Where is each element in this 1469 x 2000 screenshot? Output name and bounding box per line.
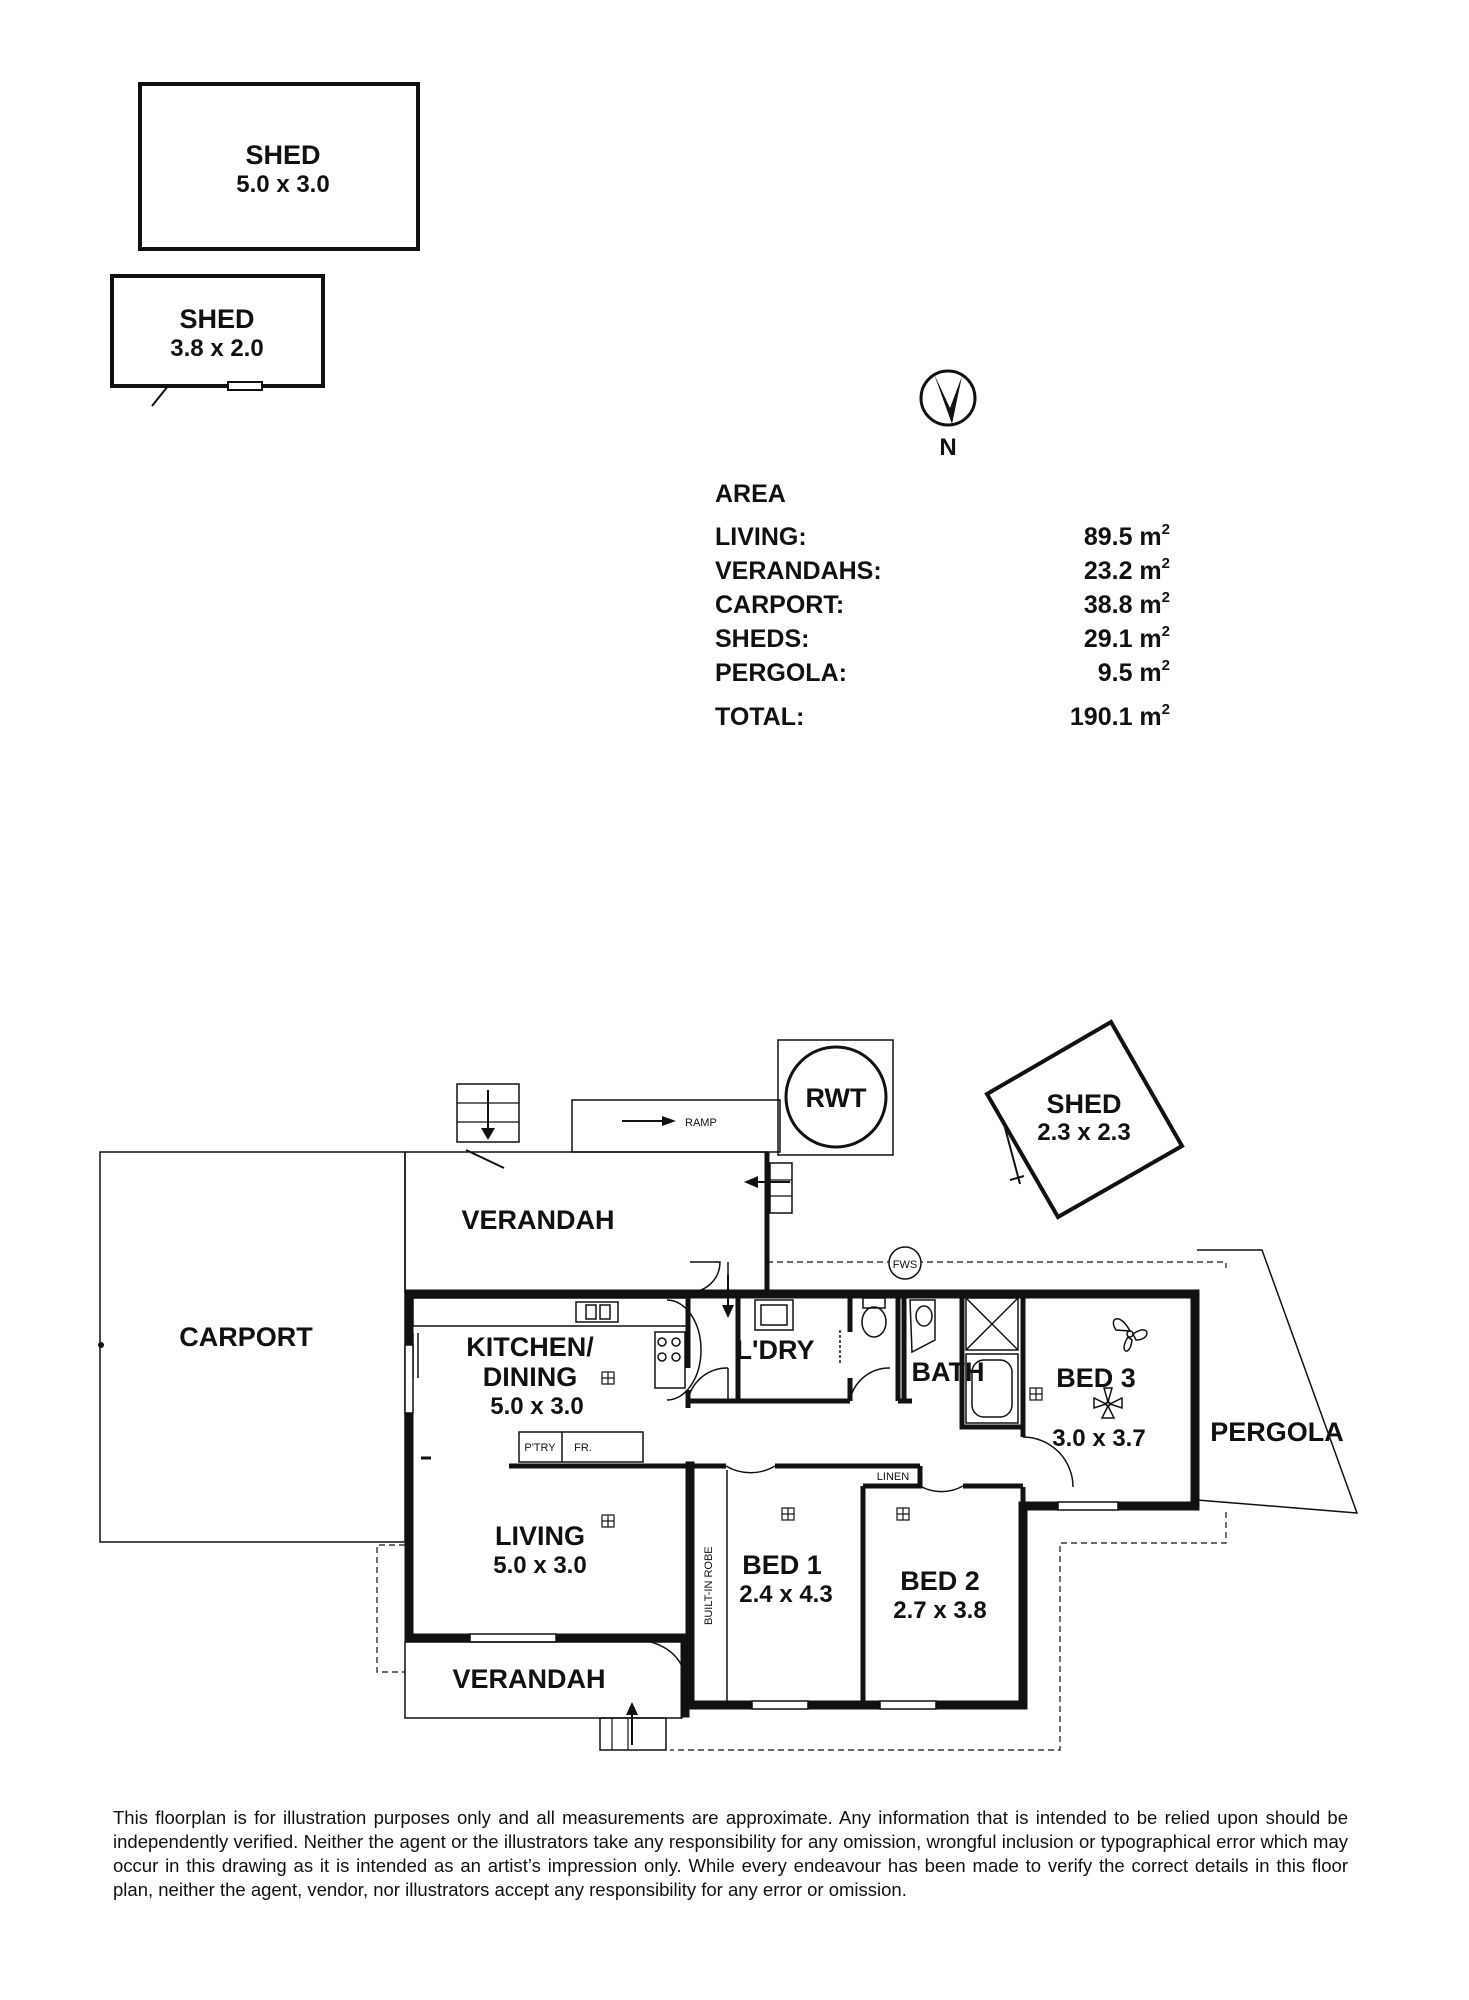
shed-rotated-dims: 2.3 x 2.3 — [1037, 1119, 1130, 1146]
area-title: AREA — [715, 480, 786, 508]
compass-icon: N — [919, 369, 977, 461]
rwt-label: RWT — [806, 1083, 867, 1113]
kitchen-fixtures — [412, 1297, 689, 1463]
verandah-bottom: VERANDAH — [404, 1641, 683, 1751]
disclaimer-text: This floorplan is for illustration purpo… — [113, 1807, 1348, 1900]
bed1-dims: 2.4 x 4.3 — [739, 1581, 832, 1608]
built-in-robe: BUILT-IN ROBE — [703, 1470, 728, 1705]
windows — [404, 1344, 1119, 1710]
area-row-value: 9.5 m2 — [1098, 657, 1170, 687]
bed3-dims: 3.0 x 3.7 — [1052, 1425, 1145, 1452]
area-row-value: 29.1 m2 — [1084, 623, 1170, 653]
bed2-label: BED 2 — [900, 1566, 980, 1596]
fws-unit: FWS — [888, 1246, 922, 1280]
area-row-name: CARPORT: — [715, 591, 844, 619]
laundry-label: L'DRY — [736, 1335, 815, 1365]
door-arrow-icon — [722, 1275, 734, 1318]
shed-small-label: SHED — [179, 304, 254, 334]
kitchen-label-line2: DINING — [483, 1362, 578, 1392]
fridge-label: FR. — [574, 1442, 592, 1454]
kitchen-dims: 5.0 x 3.0 — [490, 1393, 583, 1420]
verandah-top-label: VERANDAH — [461, 1205, 614, 1235]
steps-top — [456, 1083, 520, 1169]
bed3-label: BED 3 — [1056, 1363, 1136, 1393]
verandah-bottom-label: VERANDAH — [452, 1664, 605, 1694]
rain-water-tank: RWT — [777, 1039, 894, 1156]
area-table: AREA LIVING: 89.5 m2 VERANDAHS: 23.2 m2 … — [715, 480, 1170, 731]
built-in-robe-label: BUILT-IN ROBE — [703, 1546, 715, 1625]
carport: CARPORT — [98, 1151, 406, 1543]
bath-label: BATH — [912, 1357, 985, 1387]
carport-label: CARPORT — [179, 1322, 313, 1352]
shed-top: SHED 5.0 x 3.0 — [138, 82, 420, 251]
linen-label: LINEN — [877, 1471, 909, 1483]
shed-top-label: SHED — [245, 140, 320, 170]
shed-top-dims: 5.0 x 3.0 — [236, 171, 329, 198]
area-row-name: VERANDAHS: — [715, 557, 882, 585]
ceiling-fan-icon — [1112, 1318, 1148, 1352]
fws-label: FWS — [893, 1259, 917, 1271]
area-row-name: LIVING: — [715, 523, 807, 551]
kitchen-label-line1: KITCHEN/ — [466, 1332, 594, 1362]
bed2-dims: 2.7 x 3.8 — [893, 1597, 986, 1624]
ramp-label: RAMP — [685, 1117, 717, 1129]
bed1-label: BED 1 — [742, 1550, 822, 1580]
shed-small: SHED 3.8 x 2.0 — [110, 274, 325, 407]
area-row-value: 23.2 m2 — [1084, 555, 1170, 585]
wet-area-fixtures — [754, 1297, 1019, 1424]
area-total-value: 190.1 m2 — [1070, 701, 1170, 731]
compass-label: N — [939, 434, 956, 461]
verandah-top: VERANDAH — [404, 1151, 770, 1293]
pergola: PERGOLA — [1196, 1249, 1359, 1514]
vent-icons — [601, 1371, 1043, 1528]
living-label: LIVING — [495, 1521, 585, 1551]
living-dims: 5.0 x 3.0 — [493, 1552, 586, 1579]
shed-small-dims: 3.8 x 2.0 — [170, 335, 263, 362]
area-row-name: PERGOLA: — [715, 659, 847, 687]
ramp: RAMP — [571, 1099, 793, 1214]
area-row-value: 38.8 m2 — [1084, 589, 1170, 619]
ceiling-light-icon — [1093, 1387, 1123, 1419]
pantry-label: P'TRY — [524, 1442, 556, 1454]
area-total-name: TOTAL: — [715, 703, 804, 731]
doors — [634, 1261, 1074, 1681]
shed-rotated: SHED 2.3 x 2.3 — [984, 1019, 1185, 1220]
area-row-name: SHEDS: — [715, 625, 809, 653]
pergola-label: PERGOLA — [1210, 1417, 1344, 1447]
area-row-value: 89.5 m2 — [1084, 521, 1170, 551]
shed-rotated-label: SHED — [1046, 1089, 1121, 1119]
